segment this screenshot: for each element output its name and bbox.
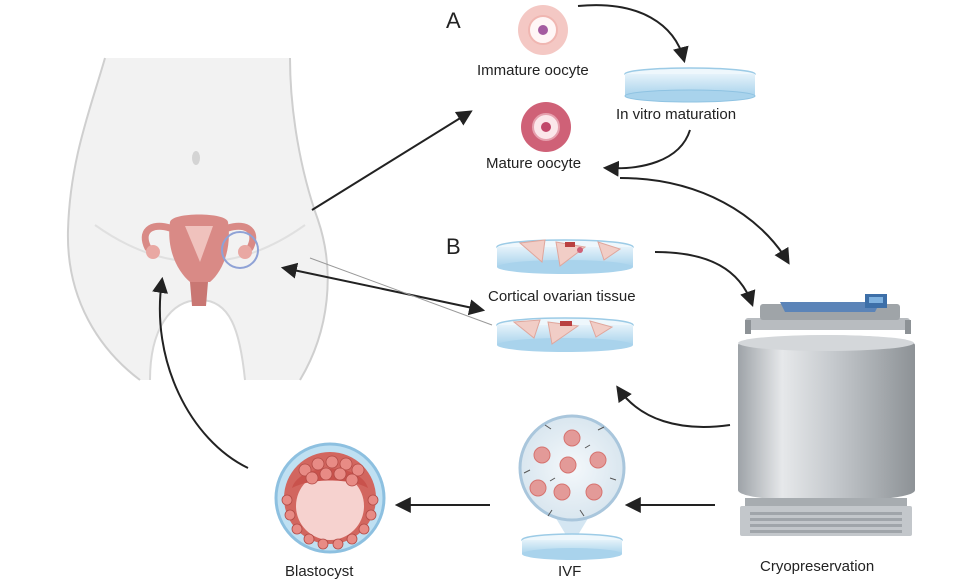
cortical-ovarian-tissue-label: Cortical ovarian tissue [488, 288, 636, 305]
ovarian-tissue-dish-bottom [496, 317, 634, 352]
arrow-ivm-to-mature [602, 129, 691, 177]
ivf-icon [518, 414, 626, 560]
cryopreservation-label: Cryopreservation [760, 558, 875, 575]
arrow-body-to-immature-oocyte [311, 110, 473, 211]
arrow-tank-to-tissue [616, 385, 731, 428]
uterus-icon [141, 214, 259, 306]
in-vitro-maturation-label: In vitro maturation [616, 106, 737, 123]
immature-oocyte-icon [518, 5, 568, 55]
mature-oocyte-icon [521, 102, 571, 152]
flow-arrows [152, 4, 790, 513]
arrow-blastocyst-to-body [152, 276, 249, 469]
ovarian-tissue-dish-top [496, 239, 634, 274]
arrow-body-to-tissue [309, 257, 493, 326]
blastocyst-label: Blastocyst [285, 563, 354, 580]
arrow-tissue-to-tank [654, 251, 756, 308]
section-a-label: A [446, 8, 461, 33]
section-b-label: B [446, 234, 461, 259]
immature-oocyte-label: Immature oocyte [477, 62, 589, 79]
ivf-label: IVF [558, 563, 582, 580]
arrow-mature-to-tank [619, 177, 790, 265]
blastocyst-icon [274, 442, 386, 554]
cryo-tank-icon [738, 294, 915, 536]
arrow-tissue-to-body [280, 262, 486, 316]
arrow-immature-to-ivm [577, 4, 689, 64]
mature-oocyte-label: Mature oocyte [486, 155, 582, 172]
ivm-dish-icon [624, 67, 756, 103]
